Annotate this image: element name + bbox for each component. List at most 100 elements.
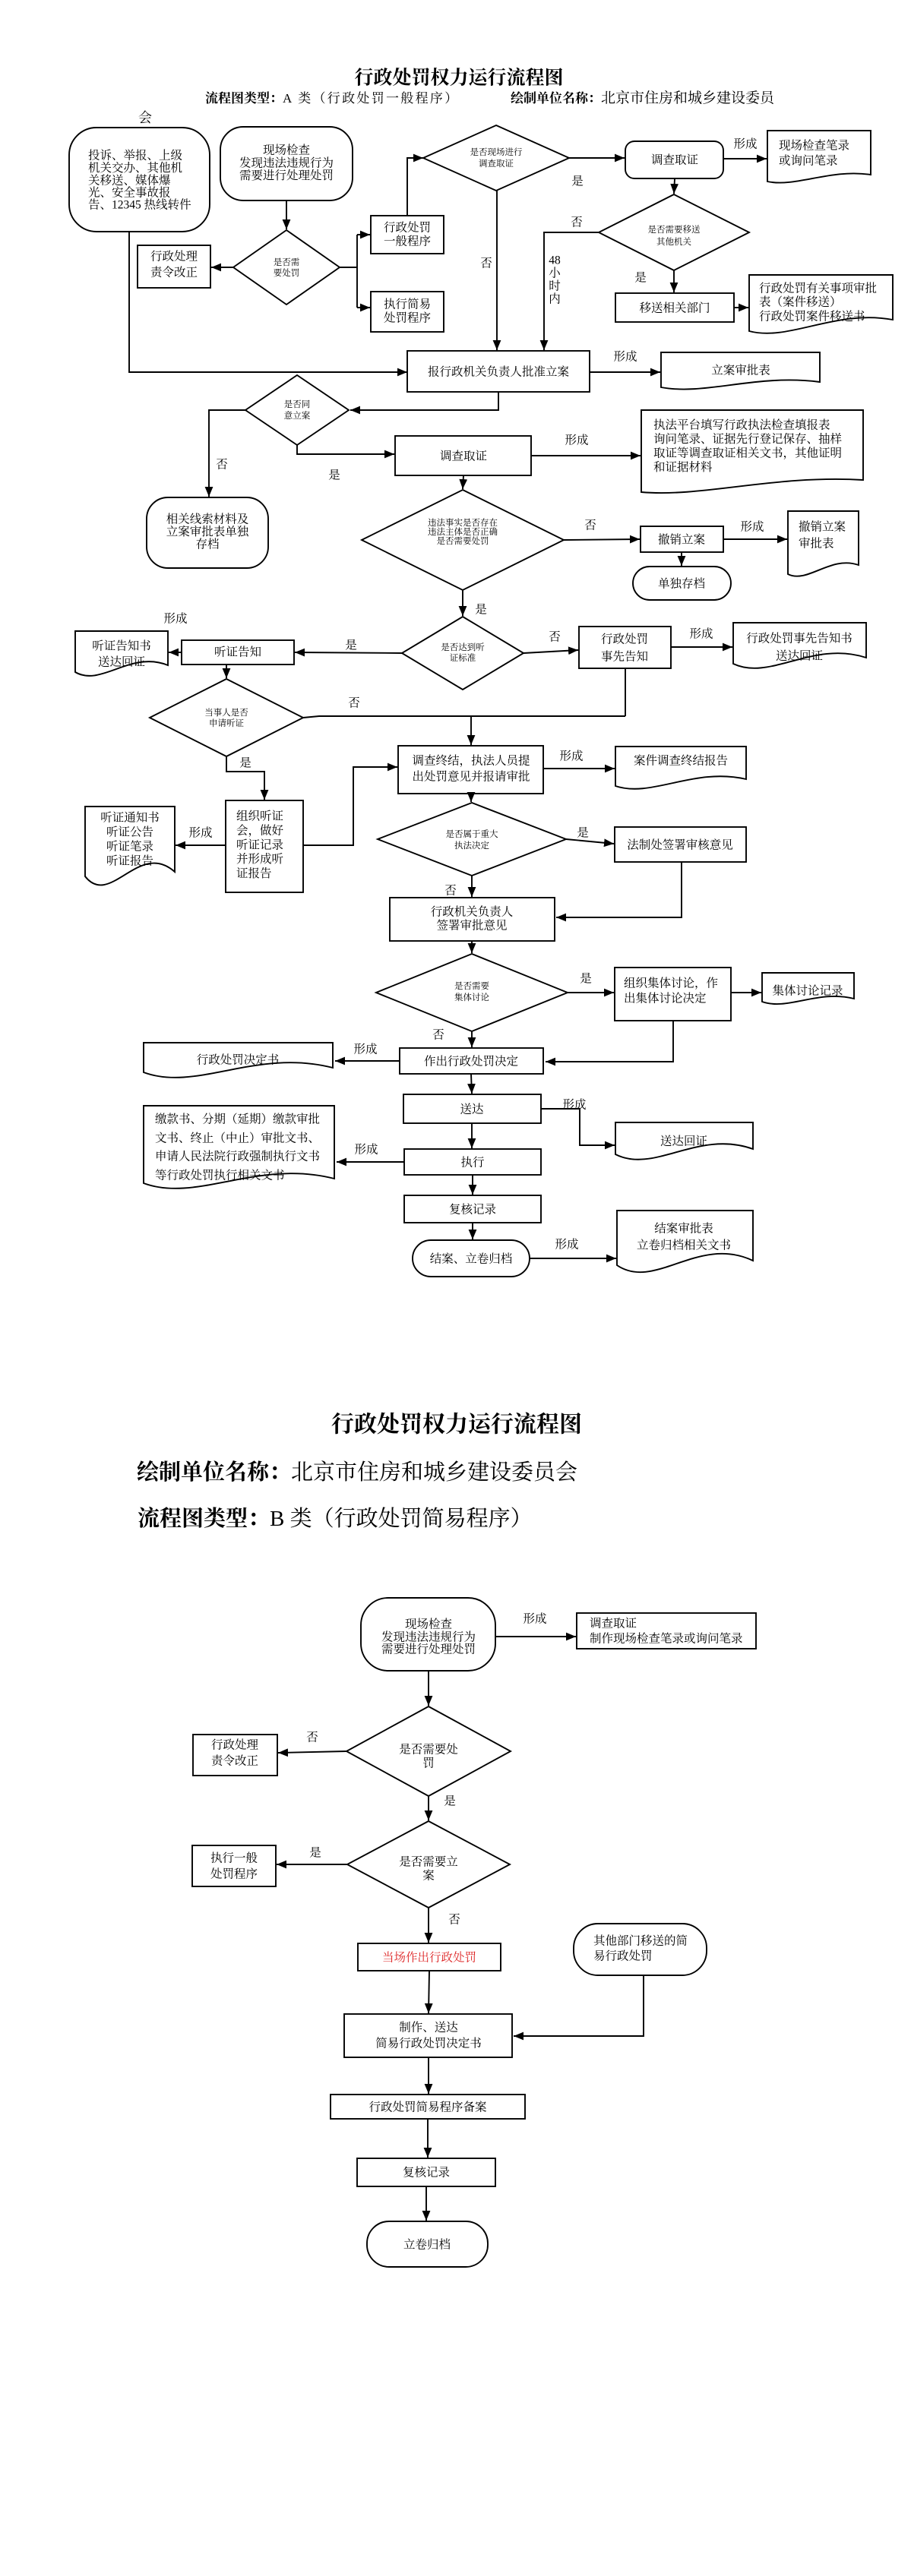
svg-text:听证记录: 听证记录 (236, 838, 283, 852)
svg-text:光、安全事故报: 光、安全事故报 (88, 185, 171, 200)
svg-text:是: 是 (309, 1846, 321, 1860)
svg-text:送达回证: 送达回证 (776, 649, 823, 663)
svg-text:形成: 形成 (733, 137, 757, 151)
svg-text:立案审批表: 立案审批表 (711, 363, 770, 377)
svg-text:事先告知: 事先告知 (601, 650, 648, 664)
svg-text:是: 是 (577, 826, 589, 840)
svg-text:调查取证: 调查取证 (440, 450, 487, 463)
svg-text:关移送、媒体爆: 关移送、媒体爆 (88, 174, 171, 188)
svg-text:结案审批表: 结案审批表 (654, 1221, 713, 1236)
svg-text:复核记录: 复核记录 (403, 2166, 450, 2180)
svg-text:是否同: 是否同 (284, 399, 311, 409)
svg-text:或询问笔录: 或询问笔录 (779, 154, 838, 168)
svg-text:文书、终止（中止）审批文书、: 文书、终止（中止）审批文书、 (155, 1131, 320, 1145)
svg-text:行政处罚决定书: 行政处罚决定书 (197, 1053, 280, 1067)
svg-text:执行一般: 执行一般 (210, 1852, 258, 1865)
svg-text:是否需要立: 是否需要立 (399, 1855, 458, 1869)
svg-text:是: 是 (345, 639, 357, 652)
svg-text:行政处罚简易程序备案: 行政处罚简易程序备案 (369, 2101, 487, 2114)
svg-text:发现违法违规行为: 发现违法违规行为 (239, 156, 334, 170)
svg-text:否: 否 (480, 257, 492, 270)
svg-text:制作、送达: 制作、送达 (399, 2021, 458, 2035)
svg-text:结案、立卷归档: 结案、立卷归档 (430, 1252, 513, 1266)
svg-text:案件调查终结报告: 案件调查终结报告 (634, 753, 728, 768)
svg-text:形成: 形成 (353, 1043, 377, 1056)
svg-text:立卷归档: 立卷归档 (403, 2238, 451, 2252)
svg-text:是: 是 (634, 271, 647, 285)
svg-text:出处罚意见并报请审批: 出处罚意见并报请审批 (412, 769, 530, 784)
svg-text:是: 是 (571, 175, 584, 188)
svg-text:否: 否 (584, 519, 596, 532)
svg-text:签署审批意见: 签署审批意见 (436, 918, 507, 933)
svg-text:形成: 形成 (689, 627, 713, 641)
svg-text:绘制单位名称：北京市住房和城乡建设委员: 绘制单位名称：北京市住房和城乡建设委员 (511, 90, 776, 106)
svg-text:移送相关部门: 移送相关部门 (639, 301, 710, 315)
svg-text:执法决定: 执法决定 (454, 840, 489, 851)
svg-text:处罚程序: 处罚程序 (210, 1867, 258, 1881)
svg-text:送达: 送达 (460, 1103, 484, 1116)
svg-text:一般程序: 一般程序 (384, 235, 431, 248)
svg-text:违法事实是否存在: 违法事实是否存在 (428, 517, 498, 528)
svg-text:否: 否 (432, 1028, 444, 1042)
svg-text:是否达到听: 是否达到听 (441, 642, 485, 652)
svg-text:组织集体讨论，作: 组织集体讨论，作 (624, 977, 718, 990)
svg-text:是否现场进行: 是否现场进行 (470, 147, 523, 157)
svg-text:要处罚: 要处罚 (274, 267, 300, 278)
svg-text:送达回证: 送达回证 (660, 1135, 707, 1148)
svg-text:调查终结，执法人员提: 调查终结，执法人员提 (412, 753, 530, 768)
svg-text:意立案: 意立案 (284, 411, 311, 421)
svg-text:作出行政处罚决定: 作出行政处罚决定 (424, 1055, 518, 1069)
svg-text:流程图类型：A 类（行政处罚一般程序）: 流程图类型：A 类（行政处罚一般程序） (205, 90, 460, 106)
svg-text:形成: 形成 (565, 434, 588, 447)
svg-text:现场检查: 现场检查 (405, 1618, 452, 1631)
svg-text:形成: 形成 (163, 612, 187, 626)
svg-text:申请听证: 申请听证 (209, 718, 244, 728)
svg-text:形成: 形成 (559, 750, 583, 763)
svg-text:否: 否 (549, 630, 561, 644)
svg-text:否: 否 (571, 216, 583, 229)
svg-text:撤销立案: 撤销立案 (658, 533, 706, 547)
svg-text:其他机关: 其他机关 (656, 236, 691, 247)
svg-text:形成: 形成 (740, 520, 764, 534)
svg-text:听证告知: 听证告知 (214, 646, 261, 659)
svg-text:法制处签署审核意见: 法制处签署审核意见 (627, 838, 733, 852)
svg-text:处罚程序: 处罚程序 (384, 311, 431, 325)
svg-text:行政处罚权力运行流程图: 行政处罚权力运行流程图 (354, 67, 563, 89)
svg-text:是: 是 (239, 756, 251, 770)
svg-text:复核记录: 复核记录 (449, 1203, 496, 1217)
svg-text:违法主体是否正确: 违法主体是否正确 (428, 526, 498, 537)
svg-text:单独存档: 单独存档 (658, 577, 705, 591)
svg-text:执法平台填写行政执法检查填报表: 执法平台填写行政执法检查填报表 (653, 418, 830, 432)
svg-text:行政处罚案件移送书: 行政处罚案件移送书 (759, 310, 865, 324)
svg-text:集体讨论记录: 集体讨论记录 (772, 984, 843, 998)
svg-text:48: 48 (549, 254, 561, 267)
svg-text:是否需要处: 是否需要处 (399, 1743, 458, 1757)
svg-text:并形成听: 并形成听 (236, 852, 283, 866)
svg-text:听证笔录: 听证笔录 (106, 840, 153, 854)
svg-text:询问笔录、证据先行登记保存、抽样: 询问笔录、证据先行登记保存、抽样 (653, 432, 843, 446)
svg-text:是否需要移送: 是否需要移送 (648, 224, 701, 235)
svg-text:证报告: 证报告 (236, 866, 272, 880)
svg-text:机关交办、其他机: 机关交办、其他机 (88, 161, 183, 175)
svg-text:执行: 执行 (460, 1156, 485, 1170)
svg-text:责令改正: 责令改正 (211, 1754, 258, 1768)
svg-text:相关线索材料及: 相关线索材料及 (166, 512, 249, 526)
svg-text:存档: 存档 (195, 538, 219, 551)
svg-text:发现违法违规行为: 发现违法违规行为 (381, 1631, 476, 1644)
svg-text:听证告知书: 听证告知书 (92, 639, 151, 653)
svg-text:审批表: 审批表 (799, 536, 834, 551)
svg-text:形成: 形成 (613, 350, 637, 364)
svg-text:告、12345 热线转件: 告、12345 热线转件 (88, 198, 191, 212)
svg-text:形成: 形成 (523, 1612, 546, 1626)
svg-text:立案审批表单独: 立案审批表单独 (166, 524, 250, 538)
svg-text:取证等调查取证相关文书，其他证明: 取证等调查取证相关文书，其他证明 (653, 447, 842, 460)
svg-text:责令改正: 责令改正 (150, 266, 198, 279)
svg-text:表（案件移送）: 表（案件移送） (759, 295, 842, 309)
svg-text:现场检查笔录: 现场检查笔录 (779, 139, 849, 153)
svg-text:执行简易: 执行简易 (384, 298, 431, 311)
svg-text:当事人是否: 当事人是否 (204, 707, 248, 718)
svg-text:是: 是 (580, 972, 592, 986)
svg-text:送达回证: 送达回证 (98, 655, 145, 669)
svg-text:是否需: 是否需 (274, 257, 300, 267)
svg-text:否: 否 (348, 696, 360, 710)
